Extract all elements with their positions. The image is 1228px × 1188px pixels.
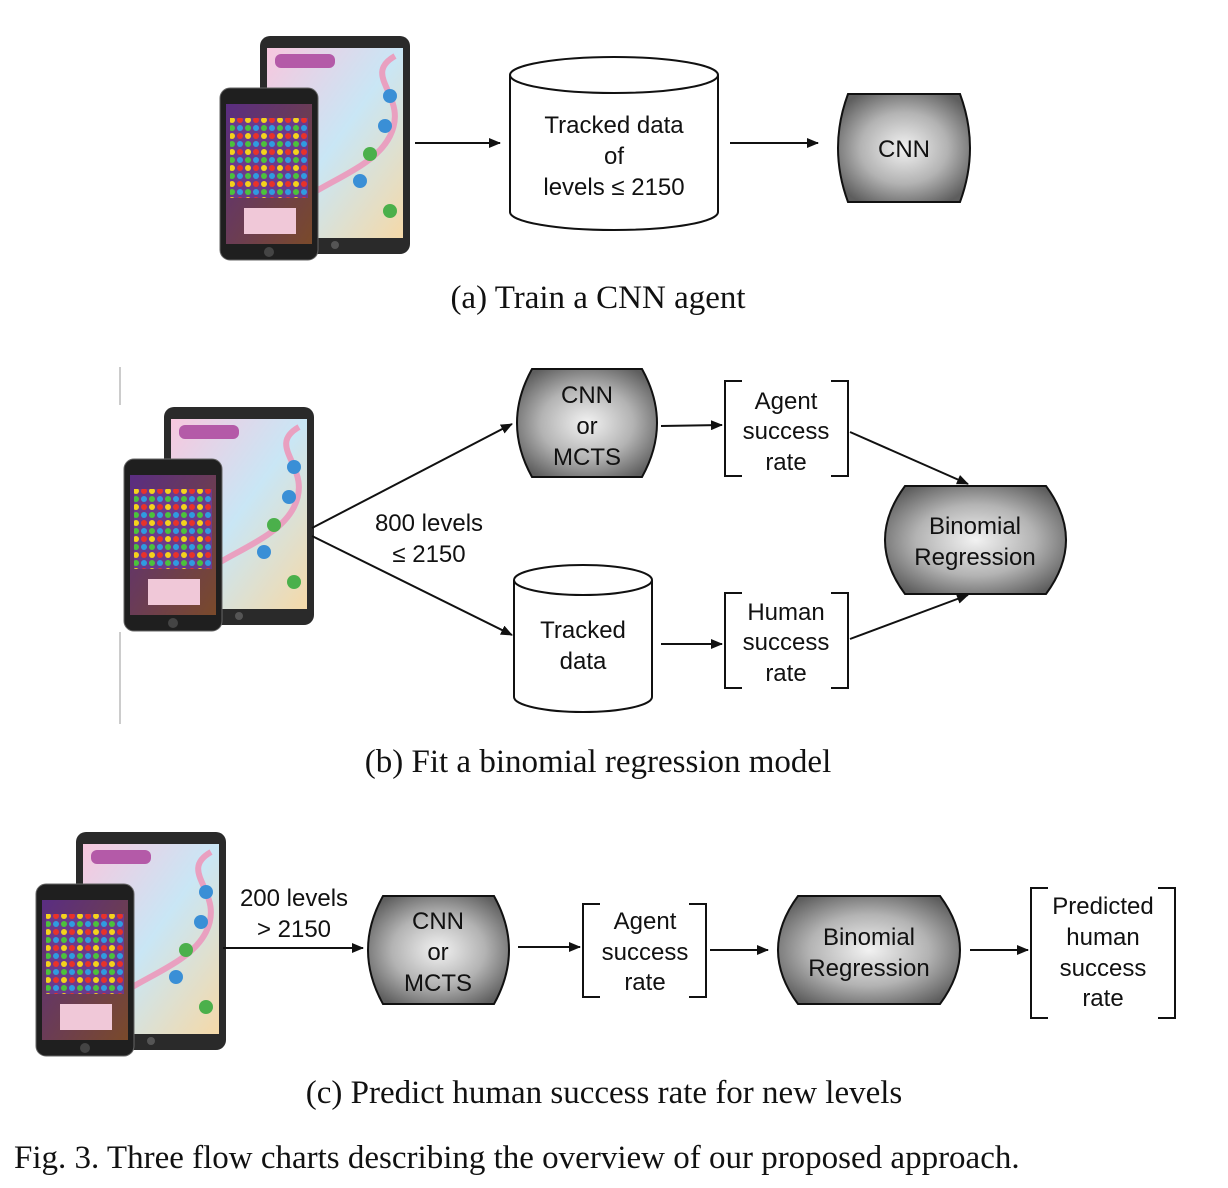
- caption-b: (b) Fit a binomial regression model: [365, 744, 832, 780]
- prediction-label-line1: Predicted: [1052, 893, 1153, 920]
- human-label-line3: rate: [765, 660, 806, 687]
- mobile-devices-icon: [36, 832, 226, 1056]
- agent-label-line3: rate: [624, 969, 665, 996]
- edge-label-line2: > 2150: [257, 916, 331, 943]
- db-label-line2: data: [560, 648, 607, 675]
- edge-label-line2: ≤ 2150: [392, 541, 465, 568]
- cnn-or-mcts-node: CNN or MCTS: [367, 895, 510, 1005]
- arrow-model-to-agent-rate: [660, 420, 723, 431]
- db-label-line3: levels ≤ 2150: [543, 174, 684, 201]
- human-label-line1: Human: [747, 599, 824, 626]
- mobile-devices-icon: [220, 36, 410, 260]
- arrow-devices-to-model: [311, 423, 513, 529]
- panel-c: 200 levels > 2150 CNN or MCTS Agent succ…: [36, 832, 1176, 1111]
- human-success-rate-bracket: Human success rate: [724, 592, 849, 689]
- regression-label-line2: Regression: [808, 955, 929, 982]
- cnn-node: CNN: [837, 93, 971, 203]
- db-label-line1: Tracked: [540, 617, 626, 644]
- arrow-devices-to-data: [311, 535, 513, 636]
- agent-label-line2: success: [743, 418, 830, 445]
- model-label-line3: MCTS: [404, 970, 472, 997]
- binomial-regression-node: Binomial Regression: [777, 895, 961, 1005]
- regression-label-line2: Regression: [914, 544, 1035, 571]
- model-label-line2: or: [576, 413, 597, 440]
- model-label-line3: MCTS: [553, 444, 621, 471]
- edge-label-line1: 800 levels: [375, 510, 483, 537]
- cnn-label: CNN: [878, 136, 930, 163]
- figure-caption: Fig. 3. Three flow charts describing the…: [14, 1140, 1020, 1176]
- tracked-data-database: Tracked data: [513, 564, 653, 713]
- model-label-line1: CNN: [561, 382, 613, 409]
- cnn-or-mcts-node: CNN or MCTS: [516, 368, 658, 478]
- human-label-line2: success: [743, 629, 830, 656]
- agent-success-rate-bracket: Agent success rate: [724, 380, 849, 477]
- prediction-label-line4: rate: [1082, 985, 1123, 1012]
- predicted-human-success-rate-bracket: Predicted human success rate: [1030, 887, 1176, 1019]
- binomial-regression-node: Binomial Regression: [884, 485, 1067, 595]
- prediction-label-line2: human: [1066, 924, 1139, 951]
- arrow-human-rate-to-regression: [849, 594, 969, 640]
- prediction-label-line3: success: [1060, 955, 1147, 982]
- agent-label-line2: success: [602, 939, 689, 966]
- caption-a: (a) Train a CNN agent: [450, 280, 745, 316]
- edge-label-line1: 200 levels: [240, 885, 348, 912]
- tracked-data-database: Tracked data of levels ≤ 2150: [509, 56, 719, 231]
- panel-a: Tracked data of levels ≤ 2150 CNN (a) Tr…: [220, 36, 971, 316]
- regression-label-line1: Binomial: [823, 924, 915, 951]
- db-label-line1: Tracked data: [544, 112, 684, 139]
- regression-label-line1: Binomial: [929, 513, 1021, 540]
- agent-success-rate-bracket: Agent success rate: [582, 903, 707, 998]
- agent-label-line1: Agent: [614, 908, 677, 935]
- db-label-line2: of: [604, 143, 624, 170]
- agent-label-line3: rate: [765, 449, 806, 476]
- model-label-line2: or: [427, 939, 448, 966]
- caption-c: (c) Predict human success rate for new l…: [306, 1075, 903, 1111]
- agent-label-line1: Agent: [755, 388, 818, 415]
- model-label-line1: CNN: [412, 908, 464, 935]
- mobile-devices-icon: [124, 407, 314, 631]
- arrow-agent-rate-to-regression: [849, 431, 969, 485]
- panel-b: 800 levels ≤ 2150 CNN or MCTS Agent succ…: [119, 367, 1067, 780]
